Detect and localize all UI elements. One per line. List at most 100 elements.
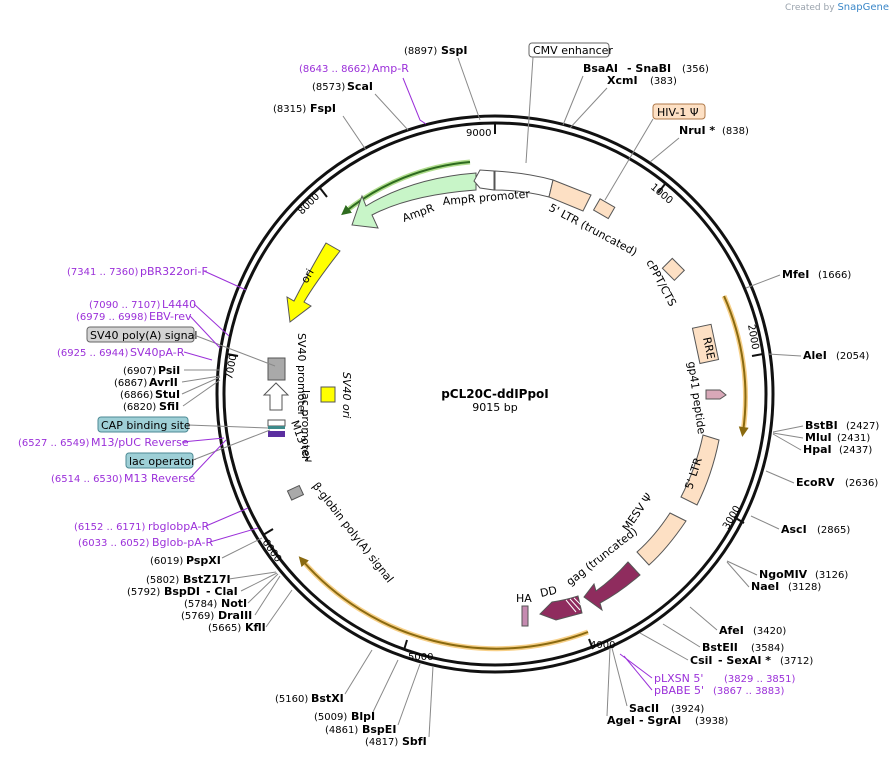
nrui-leader — [649, 137, 680, 163]
tick-6000: 6000 — [260, 537, 284, 564]
blpi-leader — [372, 659, 399, 713]
gp41-feature[interactable] — [705, 389, 727, 400]
noti-leader — [247, 573, 279, 604]
primer-m13-reverse[interactable]: (6514 .. 6530) M13 Reverse — [51, 472, 195, 485]
enzyme-bstxi[interactable]: (5160) BstXI — [275, 692, 344, 705]
svg-text:CsiI: CsiI — [690, 654, 712, 667]
primer-m13-puc-reverse[interactable]: (6527 .. 6549) M13/pUC Reverse — [18, 436, 189, 449]
svg-text:KflI: KflI — [245, 621, 266, 634]
enzyme-csii[interactable]: CsiI - SexAI * (3712) — [690, 654, 813, 667]
svg-text:BspEI: BspEI — [362, 723, 396, 736]
cap-site-feature[interactable] — [268, 426, 285, 429]
gag-feature[interactable] — [583, 561, 641, 612]
primer-pbr322ori-f[interactable]: (7341 .. 7360) pBR322ori-F — [67, 265, 208, 278]
sv40-pa-box[interactable]: SV40 poly(A) signal — [86, 326, 197, 343]
enzyme-stui[interactable]: (6866) StuI — [120, 388, 180, 401]
ori-feature[interactable] — [286, 242, 341, 323]
sv40-promoter-feature[interactable] — [267, 357, 286, 381]
enzyme-bstbi[interactable]: BstBI (2427) — [805, 419, 879, 432]
lac-promoter-feature[interactable] — [267, 419, 286, 427]
sv40-promoter-arrow[interactable] — [262, 382, 290, 411]
hiv-psi-box[interactable]: HIV-1 Ψ — [652, 103, 706, 120]
cap-site-box[interactable]: CAP binding site — [97, 416, 191, 433]
cppt-feature[interactable] — [661, 257, 686, 282]
rre-feature[interactable] — [691, 323, 720, 365]
svg-text:- SgrAI: - SgrAI — [639, 714, 681, 727]
enzyme-naei[interactable]: NaeI (3128) — [751, 580, 821, 593]
plasmid-length: 9015 bp — [472, 401, 517, 414]
enzyme-afei[interactable]: AfeI (3420) — [719, 624, 786, 637]
primer-sv40pa-r[interactable]: (6925 .. 6944) SV40pA-R — [57, 346, 185, 359]
ltr5-feature[interactable] — [680, 434, 720, 506]
svg-text:(3867 .. 3883): (3867 .. 3883) — [713, 686, 785, 697]
enzyme-bsteii[interactable]: BstEII (3584) — [702, 641, 784, 654]
hiv-leader — [604, 118, 654, 201]
ha-feature[interactable] — [521, 605, 529, 627]
ampr-feature[interactable] — [351, 172, 477, 229]
enzyme-bsaai[interactable]: BsaAI - SnaBI (356) — [583, 62, 709, 75]
m13-rev-feature[interactable] — [268, 431, 285, 437]
enzyme-sacii[interactable]: SacII (3924) — [629, 702, 704, 715]
enzyme-noti[interactable]: (5784) NotI — [184, 597, 247, 610]
primer-plxsn-5[interactable]: pLXSN 5' (3829 .. 3851) — [654, 672, 796, 685]
enzyme-scai[interactable]: (8573) ScaI — [312, 80, 373, 93]
svg-text:FspI: FspI — [310, 102, 336, 115]
enzyme-nrui[interactable]: NruI * (838) — [679, 124, 749, 137]
svg-text:AvrII: AvrII — [149, 376, 178, 389]
enzyme-ngomiv[interactable]: NgoMIV (3126) — [759, 568, 848, 581]
primer-l4440[interactable]: (7090 .. 7107) L4440 — [89, 298, 196, 311]
ltr5-truncated-feature[interactable] — [548, 179, 592, 212]
sv40-ori-feature[interactable] — [320, 386, 336, 403]
lac-operator-label: lac operator — [129, 455, 196, 468]
enzyme-psii[interactable]: (6907) PsiI — [123, 364, 180, 377]
enzyme-bspei[interactable]: (4861) BspEI — [325, 723, 396, 736]
enzyme-mfei[interactable]: MfeI (1666) — [782, 268, 851, 281]
bspdi-leader — [240, 572, 278, 592]
enzyme-avrii[interactable]: (6867) AvrII — [114, 376, 178, 389]
svg-text:AscI: AscI — [781, 523, 807, 536]
enzyme-ecorv[interactable]: EcoRV (2636) — [796, 476, 878, 489]
enzyme-mlui[interactable]: MluI (2431) — [805, 431, 870, 444]
primer-amp-r[interactable]: (8643 .. 8662) Amp-R — [299, 62, 409, 75]
svg-text:(4861): (4861) — [325, 725, 358, 736]
primer-ebv-rev[interactable]: (6979 .. 6998) EBV-rev — [76, 310, 192, 323]
enzyme-kfli[interactable]: (5665) KflI — [208, 621, 266, 634]
svg-text:(8897): (8897) — [404, 46, 437, 57]
fspi-leader — [342, 115, 367, 151]
svg-text:(6514 .. 6530): (6514 .. 6530) — [51, 474, 123, 485]
enzyme-sspi[interactable]: (8897) SspI — [404, 44, 467, 57]
svg-text:PsiI: PsiI — [158, 364, 180, 377]
enzyme-agei[interactable]: AgeI - SgrAI (3938) — [607, 714, 728, 727]
ltr5-truncated-label: 5' LTR (truncated) — [547, 201, 640, 259]
svg-text:(3584): (3584) — [751, 643, 784, 654]
primer-bglob-pa-r[interactable]: (6033 .. 6052) Bglob-pA-R — [78, 536, 214, 549]
enzyme-fspi[interactable]: (8315) FspI — [273, 102, 336, 115]
svg-text:(6527 .. 6549): (6527 .. 6549) — [18, 438, 90, 449]
tick-9000: 9000 — [466, 128, 491, 139]
primer-rbglobpa-r[interactable]: (6152 .. 6171) rbglobpA-R — [74, 520, 209, 533]
mesv-feature[interactable] — [636, 512, 687, 566]
primer-pbabe-5[interactable]: pBABE 5' (3867 .. 3883) — [654, 684, 785, 697]
svg-text:(2865): (2865) — [817, 525, 850, 536]
enzyme-pspxi[interactable]: (6019) PspXI — [150, 554, 221, 567]
enzyme-blpi[interactable]: (5009) BlpI — [314, 710, 375, 723]
svg-text:(5009): (5009) — [314, 712, 347, 723]
ampr-promoter-feature[interactable] — [473, 169, 495, 191]
svg-text:(3938): (3938) — [695, 716, 728, 727]
dd-feature[interactable] — [539, 595, 583, 621]
enzyme-xcmi[interactable]: XcmI (383) — [607, 74, 677, 87]
hiv-psi-feature[interactable] — [592, 198, 616, 220]
enzyme-draiii[interactable]: (5769) DraIII — [181, 609, 252, 622]
enzyme-asci[interactable]: AscI (2865) — [781, 523, 850, 536]
svg-text:(5802): (5802) — [146, 575, 179, 586]
enzyme-sfii[interactable]: (6820) SfiI — [123, 400, 179, 413]
lac-operator-box[interactable]: lac operator — [125, 452, 196, 469]
bglobin-feature[interactable] — [286, 484, 305, 501]
enzyme-bspdi[interactable]: (5792) BspDI - ClaI — [127, 585, 238, 598]
l4440-leader — [193, 303, 230, 337]
enzyme-sbfi[interactable]: (4817) SbfI — [365, 735, 427, 748]
enzyme-bstz17i[interactable]: (5802) BstZ17I — [146, 573, 231, 586]
cmv-enhancer-box[interactable]: CMV enhancer — [528, 42, 613, 58]
enzyme-alei[interactable]: AleI (2054) — [803, 349, 869, 362]
enzyme-hpai[interactable]: HpaI (2437) — [803, 443, 872, 456]
